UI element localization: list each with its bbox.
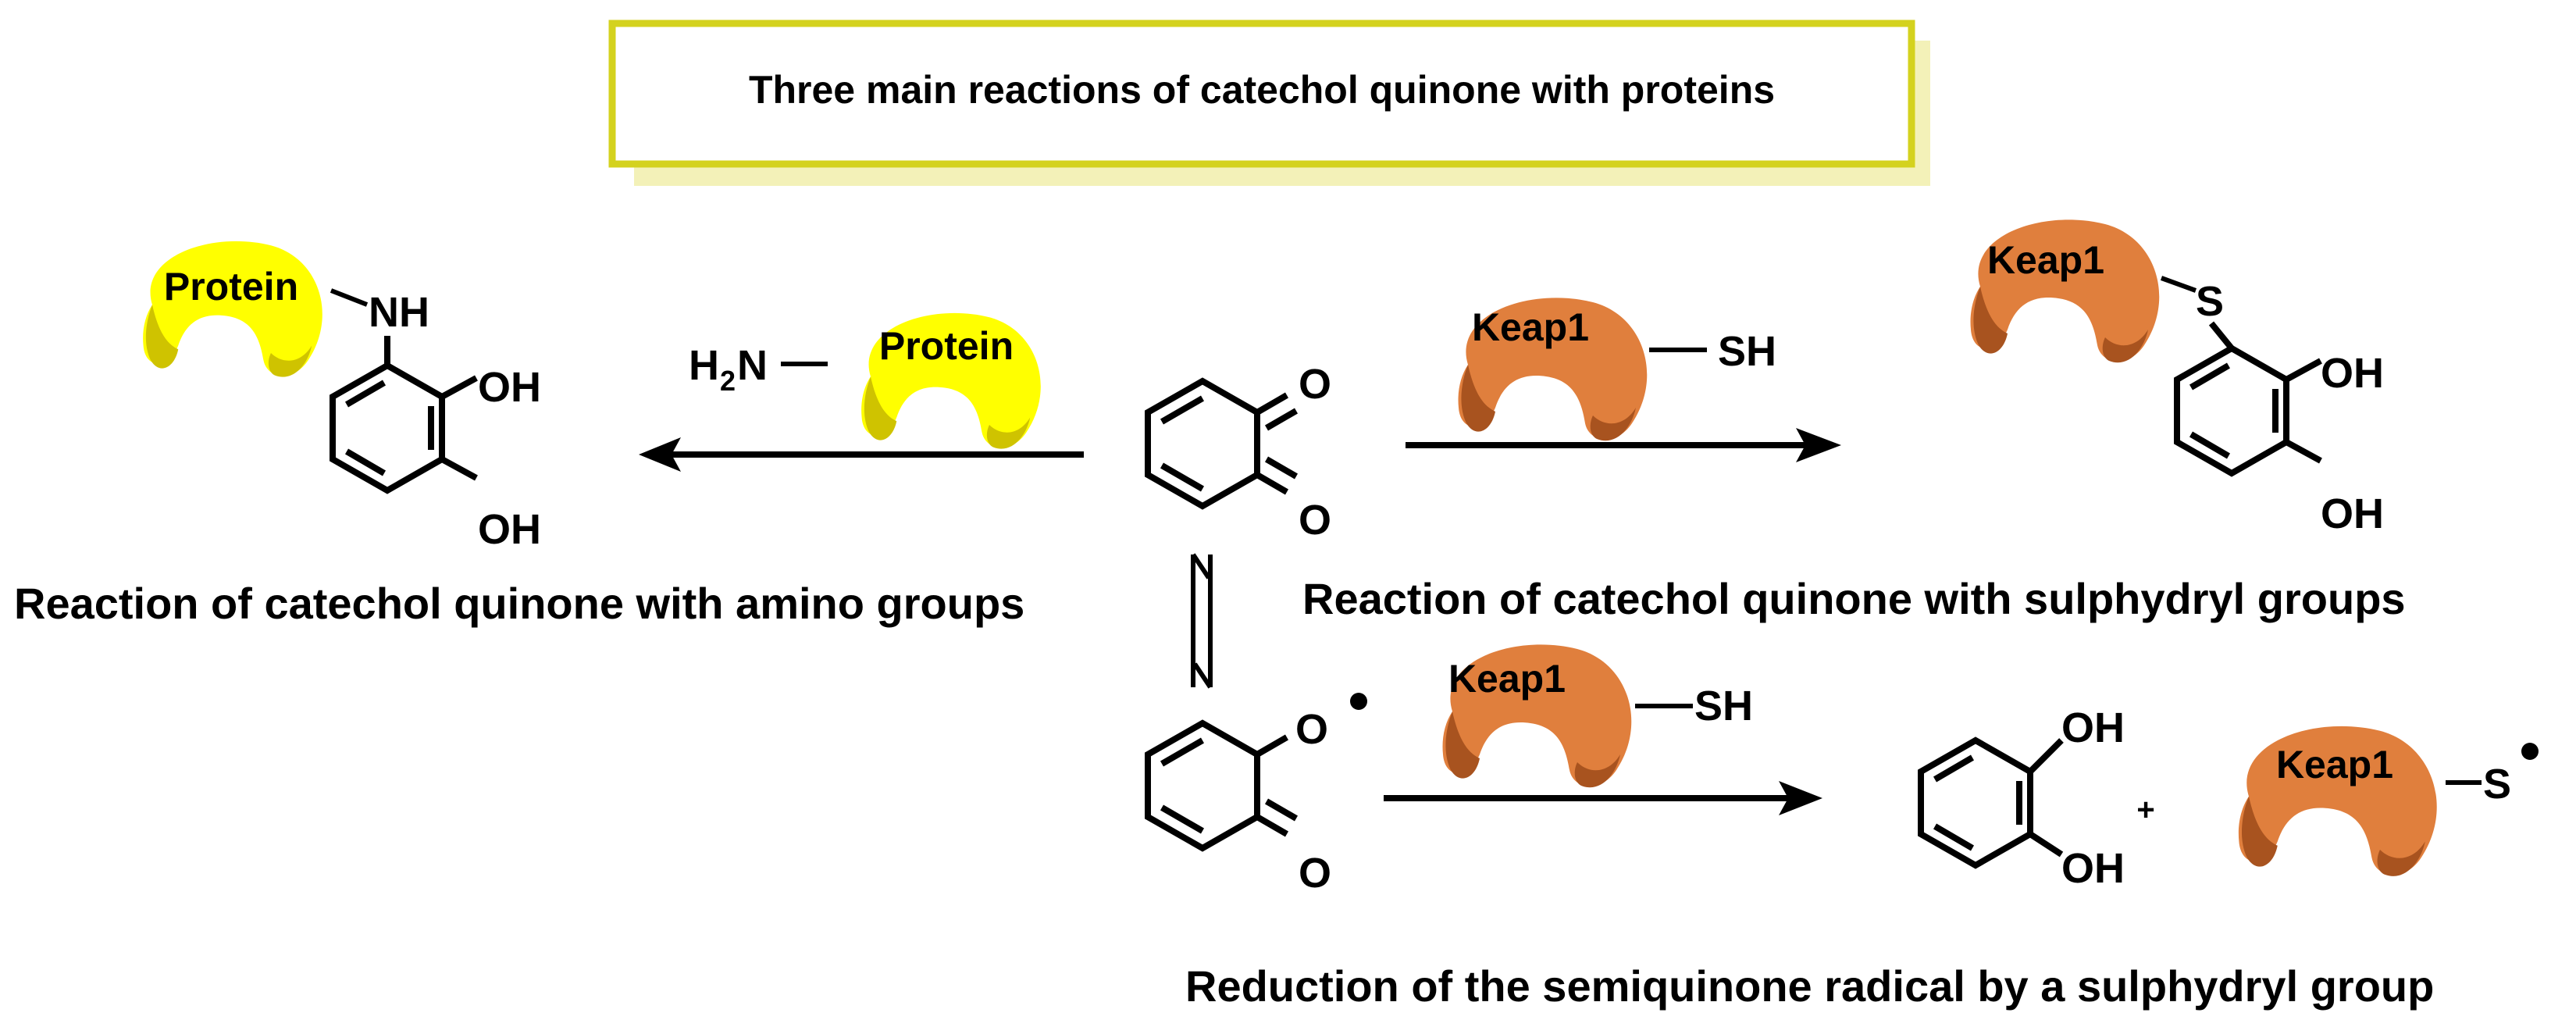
sulphydryl-product: Keap1 S OH OH (1970, 219, 2384, 537)
protein-label-reagent: Protein (879, 324, 1014, 368)
h2n-subscript: 2 (720, 365, 736, 397)
amino-reagent: H 2 N Protein (689, 312, 1041, 449)
quinone-oxygen-top: O (1299, 361, 1331, 408)
keap1-label-reagent: Keap1 (1472, 305, 1589, 349)
protein-blob-icon: Protein (861, 312, 1041, 449)
thioether-s: S (2196, 278, 2224, 325)
radical-dot-icon (2521, 743, 2539, 760)
amine-nh: NH (369, 289, 429, 336)
radical-oxygen: O (1295, 706, 1328, 753)
title-border (608, 20, 1915, 168)
thiyl-s: S (2483, 761, 2511, 808)
quinone-oxygen-bottom: O (1299, 497, 1331, 544)
keap1-label-product: Keap1 (1987, 238, 2104, 282)
catechol-oh-1: OH (478, 364, 541, 411)
caption-amino: Reaction of catechol quinone with amino … (14, 579, 1024, 628)
reduction-reagent: Keap1 SH (1442, 644, 1753, 788)
equilibrium-arrows-icon (1191, 553, 1213, 689)
plus-sign: + (2136, 793, 2154, 827)
catechol-oh-5: OH (2061, 704, 2125, 751)
protein-label-product: Protein (164, 265, 298, 308)
reaction-arrow-icon (1406, 428, 1841, 462)
semiquinone-radical: O O (1145, 693, 1367, 897)
h2n-h: H (689, 342, 719, 389)
amino-product: Protein NH OH OH (143, 241, 541, 553)
catechol-oh-6: OH (2061, 845, 2125, 892)
reaction-arrow-icon (639, 437, 1084, 472)
title-box: Three main reactions of catechol quinone… (608, 20, 1930, 186)
catechol-oh-2: OH (478, 506, 541, 553)
page-title: Three main reactions of catechol quinone… (749, 68, 1775, 112)
radical-dot-icon (1350, 693, 1367, 710)
thiol-sh-reagent: SH (1718, 328, 1776, 375)
keap1-label-reduction: Keap1 (1448, 657, 1566, 701)
keap1-blob-icon: Keap1 (2238, 726, 2437, 876)
caption-sulphydryl: Reaction of catechol quinone with sulphy… (1302, 574, 2406, 623)
semiquinone-carbonyl-oxygen: O (1299, 850, 1331, 897)
keap1-blob-icon: Keap1 (1458, 298, 1648, 441)
catechol-product: OH OH (1918, 704, 2125, 892)
reaction-arrow-icon (1384, 781, 1822, 815)
keap1-blob-icon: Keap1 (1442, 644, 1632, 788)
thiyl-radical-product: Keap1 S (2238, 726, 2539, 876)
thiol-sh-reduction: SH (1694, 683, 1753, 729)
sulphydryl-reagent: Keap1 SH (1458, 298, 1776, 441)
h2n-n: N (737, 342, 768, 389)
o-quinone: O O (1145, 361, 1331, 544)
catechol-oh-4: OH (2321, 490, 2384, 537)
catechol-oh-3: OH (2321, 350, 2384, 397)
protein-blob-icon: Protein (143, 241, 322, 377)
keap1-label-radical: Keap1 (2276, 743, 2393, 786)
keap1-blob-icon: Keap1 (1970, 219, 2160, 363)
caption-reduction: Reduction of the semiquinone radical by … (1185, 961, 2434, 1011)
